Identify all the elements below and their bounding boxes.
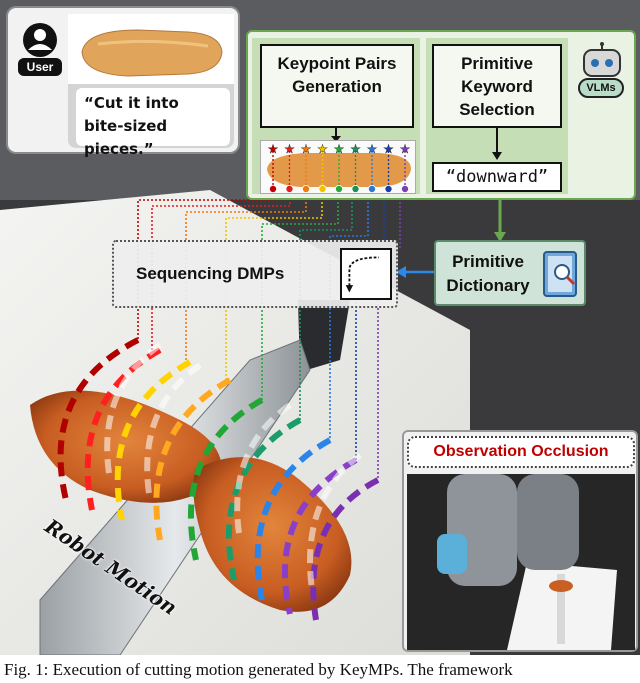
ghost-trajectories — [104, 342, 362, 591]
dictionary-panel: Primitive Dictionary — [434, 240, 586, 306]
keypoint-dot — [368, 185, 377, 194]
sequencing-panel: Sequencing DMPs — [112, 240, 398, 308]
robot-icon — [583, 42, 621, 77]
occlusion-panel: Observation Occlusion — [402, 430, 638, 652]
keypoint-star-icon: ★ — [334, 142, 345, 156]
keypoint-dot — [335, 185, 344, 194]
flow-connectors — [396, 200, 506, 278]
keypoint-star-icon: ★ — [268, 142, 279, 156]
keypoint-markers: ★ ★ ★ ★ ★ ★ ★ ★ ★ — [267, 142, 411, 194]
user-icon — [23, 23, 57, 57]
keyword-title: Primitive Keyword Selection — [432, 44, 562, 128]
keypoint-dot — [302, 185, 311, 194]
dictionary-label: Primitive Dictionary — [446, 252, 530, 295]
vlm-panel: Keypoint Pairs Generation ★ ★ ★ ★ ★ ★ ★ ★ ★ Prim… — [246, 30, 636, 200]
selected-keyword: “downward” — [432, 162, 562, 192]
keypoint-star-icon: ★ — [317, 142, 328, 156]
keypoint-dot — [285, 185, 294, 194]
keypoint-dot — [351, 185, 360, 194]
keypoint-dot — [268, 185, 277, 194]
book-search-icon — [543, 251, 577, 297]
keypoint-dot — [384, 185, 393, 194]
figure-caption: Fig. 1: Execution of cutting motion gene… — [4, 660, 513, 679]
keypoint-star-icon: ★ — [350, 142, 361, 156]
occlusion-photo — [407, 474, 635, 650]
dmp-curve-icon — [340, 248, 392, 300]
occlusion-title: Observation Occlusion — [407, 436, 635, 468]
keypoint-area: Keypoint Pairs Generation ★ ★ ★ ★ ★ ★ ★ ★ ★ — [252, 38, 420, 194]
keypoint-title: Keypoint Pairs Generation — [260, 44, 414, 128]
keypoint-image: ★ ★ ★ ★ ★ ★ ★ ★ ★ — [260, 140, 416, 194]
keyword-arrow — [492, 128, 502, 160]
occlusion-scene — [407, 474, 635, 650]
keypoint-star-icon: ★ — [383, 142, 394, 156]
keypoint-star-icon: ★ — [284, 142, 295, 156]
food-image — [68, 14, 234, 84]
user-panel: User “Cut it into bite-sized pieces.” — [6, 6, 240, 158]
keypoint-star-icon: ★ — [367, 142, 378, 156]
figure: User “Cut it into bite-sized pieces.” Ke… — [0, 0, 640, 655]
keyword-area: Primitive Keyword Selection “downward” — [426, 38, 568, 194]
food-piece-left — [30, 390, 222, 503]
keypoint-arrow — [331, 128, 341, 142]
sequencing-label: Sequencing DMPs — [136, 264, 285, 283]
keypoint-star-icon: ★ — [400, 142, 411, 156]
user-label: User — [18, 58, 62, 76]
robot-gripper — [298, 300, 350, 372]
keypoint-dot — [318, 185, 327, 194]
vlm-label: VLMs — [578, 78, 624, 98]
keypoint-star-icon: ★ — [301, 142, 312, 156]
instruction-text: “Cut it into bite-sized pieces.” — [76, 88, 230, 158]
keypoint-dot — [400, 185, 409, 194]
